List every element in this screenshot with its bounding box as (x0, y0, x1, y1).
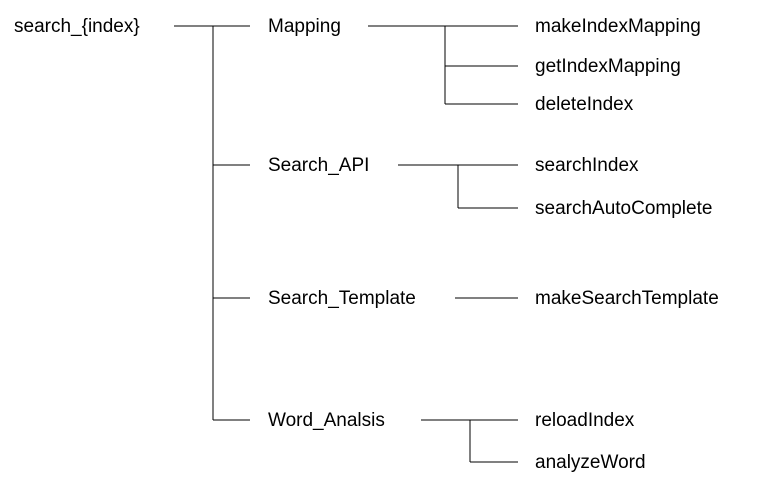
root-node-label: search_{index} (14, 16, 140, 37)
leaf-get-index-mapping: getIndexMapping (535, 56, 681, 77)
leaf-make-search-template: makeSearchTemplate (535, 288, 719, 309)
leaf-analyze-word: analyzeWord (535, 452, 646, 473)
node-labels: search_{index} Mapping makeIndexMapping … (14, 16, 719, 473)
group-label-mapping: Mapping (268, 16, 341, 37)
group-label-word-analsis: Word_Analsis (268, 410, 385, 431)
leaf-search-auto-complete: searchAutoComplete (535, 198, 712, 219)
leaf-search-index: searchIndex (535, 155, 639, 176)
connectors (174, 25, 518, 463)
leaf-delete-index: deleteIndex (535, 94, 634, 115)
leaf-reload-index: reloadIndex (535, 410, 635, 431)
leaf-make-index-mapping: makeIndexMapping (535, 16, 701, 37)
group-label-search-template: Search_Template (268, 288, 416, 309)
group-label-search-api: Search_API (268, 155, 369, 176)
